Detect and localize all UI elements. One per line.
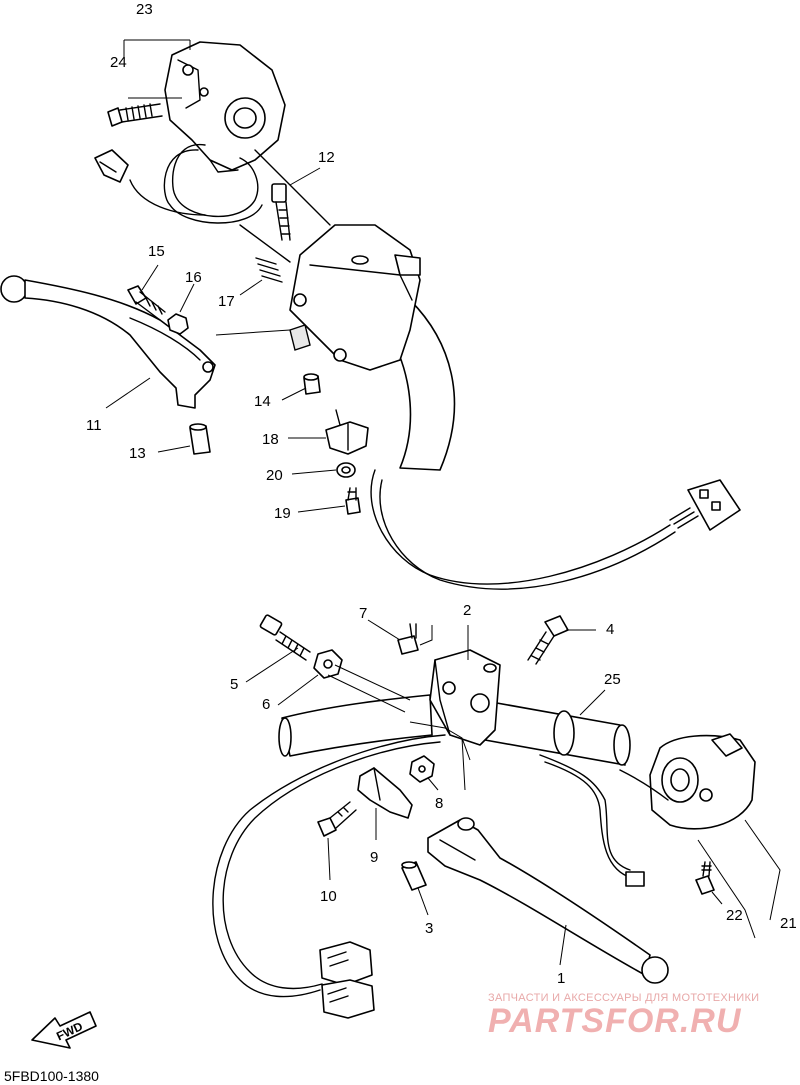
callout-20: 20	[266, 467, 283, 484]
callout-23: 23	[136, 1, 153, 18]
callout-5: 5	[230, 676, 238, 693]
switch-18	[325, 409, 369, 455]
lower-harness	[212, 734, 669, 1019]
screw-10	[317, 801, 357, 837]
bolt-12	[271, 183, 291, 241]
callout-10: 10	[320, 888, 337, 905]
callout-6: 6	[262, 696, 270, 713]
collar-14	[303, 373, 321, 395]
bolt-5	[259, 614, 311, 661]
callout-9: 9	[370, 849, 378, 866]
screw-19	[345, 487, 361, 515]
callout-21: 21	[780, 915, 797, 932]
callout-16: 16	[185, 269, 202, 286]
fwd-arrow-icon	[31, 1011, 97, 1049]
switch-wire	[94, 144, 263, 224]
callout-7: 7	[359, 605, 367, 622]
switch-9	[357, 767, 413, 819]
upper-leaders	[105, 39, 346, 513]
right-switch-housing	[649, 733, 756, 830]
collar-3	[401, 861, 427, 891]
callout-25: 25	[604, 671, 621, 688]
callout-18: 18	[262, 431, 279, 448]
screw-24	[107, 103, 163, 127]
left-switch-housing	[164, 41, 286, 173]
brake-lever-1	[427, 817, 669, 984]
watermark-tagline: ЗАПЧАСТИ И АКСЕССУАРЫ ДЛЯ МОТОТЕХНИКИ	[488, 992, 759, 1004]
nut-16	[167, 313, 189, 335]
callout-24: 24	[110, 54, 127, 71]
callout-14: 14	[254, 393, 271, 410]
callout-12: 12	[318, 149, 335, 166]
callout-2: 2	[463, 602, 471, 619]
nut-6	[313, 649, 343, 679]
callout-1: 1	[557, 970, 565, 987]
bolt-4	[527, 615, 569, 665]
bolt-15	[127, 285, 166, 321]
lower-leaders	[245, 619, 781, 966]
callout-8: 8	[435, 795, 443, 812]
spring-17	[255, 257, 283, 283]
diagram-code: 5FBD100-1380	[4, 1068, 99, 1084]
callout-15: 15	[148, 243, 165, 260]
watermark-brand: PARTSFOR.RU	[488, 1002, 742, 1040]
lever-bracket-upper	[289, 224, 421, 371]
callout-17: 17	[218, 293, 235, 310]
screw-22	[695, 861, 715, 895]
callout-22: 22	[726, 907, 743, 924]
clutch-lever-11	[0, 275, 216, 409]
callout-13: 13	[129, 445, 146, 462]
callout-19: 19	[274, 505, 291, 522]
collar-13	[189, 423, 211, 455]
upper-harness	[370, 469, 741, 590]
callout-11: 11	[86, 417, 102, 434]
callout-3: 3	[425, 920, 433, 937]
nut-8	[409, 755, 435, 783]
washer-20	[336, 462, 356, 478]
callout-4: 4	[606, 621, 614, 638]
bolt-7	[397, 623, 433, 655]
lever-bracket-2	[429, 649, 501, 746]
